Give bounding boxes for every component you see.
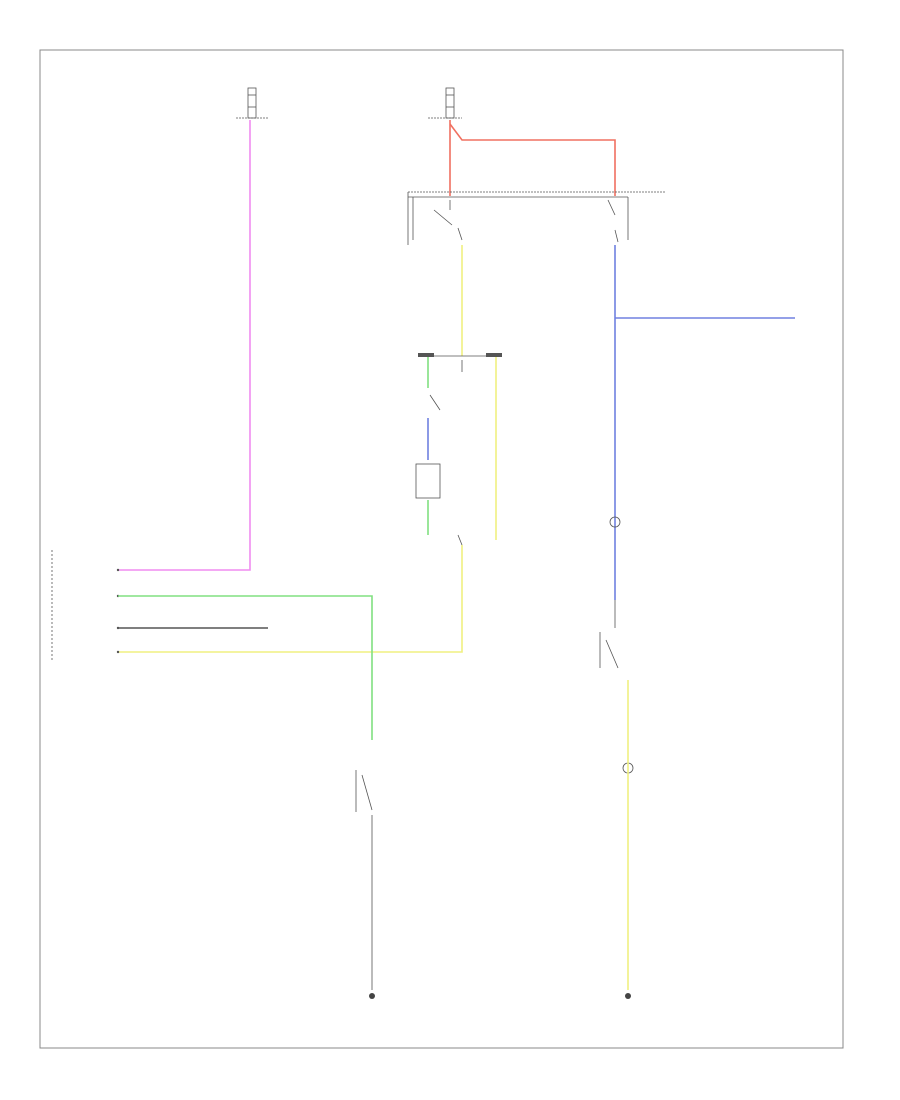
wire-green-long	[118, 595, 373, 740]
fuse-block-right	[428, 87, 462, 119]
fuse-block-left	[236, 87, 268, 119]
diagram-frame	[39, 49, 844, 1049]
wire-pink	[118, 120, 251, 571]
wire-yellow-to-conn	[118, 545, 463, 653]
right-lower-components	[599, 516, 634, 774]
ground-left	[369, 993, 375, 999]
junction-bar	[418, 353, 502, 357]
wire-red-branch	[449, 123, 616, 196]
left-lower-switch	[355, 770, 373, 812]
ground-right	[625, 993, 631, 999]
relay-coil	[415, 463, 441, 499]
relay-box	[407, 191, 665, 245]
left-module	[51, 550, 120, 660]
